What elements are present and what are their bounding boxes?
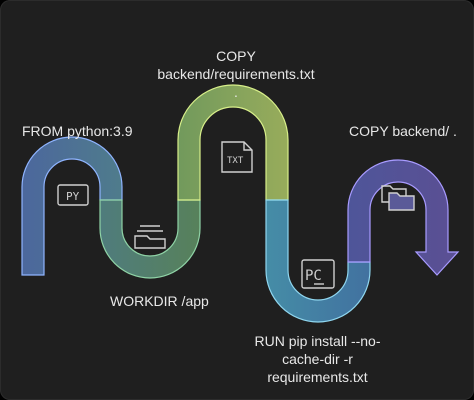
step-label-copy-requirements: COPY backend/requirements.txt . bbox=[150, 47, 322, 101]
flow-segment-copy-backend bbox=[347, 159, 460, 276]
terminal-icon-label: PC bbox=[305, 268, 322, 284]
step-label-from: FROM python:3.9 bbox=[22, 123, 133, 139]
python-file-icon: PY bbox=[57, 184, 89, 206]
flow-segment-workdir bbox=[99, 199, 201, 279]
step-label-run-pip-line-3: requirements.txt bbox=[267, 369, 368, 385]
step-label-run-pip-line-1: RUN pip install --no- bbox=[254, 333, 381, 349]
step-label-workdir: WORKDIR /app bbox=[110, 293, 209, 309]
step-label-copy-requirements-line-2: backend/requirements.txt bbox=[157, 66, 315, 82]
folders-icon bbox=[381, 185, 415, 211]
step-label-copy-requirements-line-1: COPY bbox=[216, 48, 256, 64]
flow-segment-copy-requirements bbox=[177, 84, 289, 201]
step-label-copy-backend: COPY backend/ . bbox=[349, 123, 457, 139]
flow-segment-run-pip bbox=[265, 199, 371, 323]
step-label-copy-requirements-line-3: . bbox=[234, 84, 238, 100]
python-file-icon-label: PY bbox=[66, 190, 80, 203]
folder-tray-icon bbox=[134, 225, 166, 249]
step-label-run-pip: RUN pip install --no- cache-dir -r requi… bbox=[245, 332, 390, 386]
flow-segment-from bbox=[21, 136, 123, 276]
txt-file-icon: TXT bbox=[221, 141, 253, 173]
txt-file-icon-label: TXT bbox=[227, 156, 244, 166]
terminal-icon: PC bbox=[301, 259, 335, 289]
step-label-run-pip-line-2: cache-dir -r bbox=[282, 351, 353, 367]
